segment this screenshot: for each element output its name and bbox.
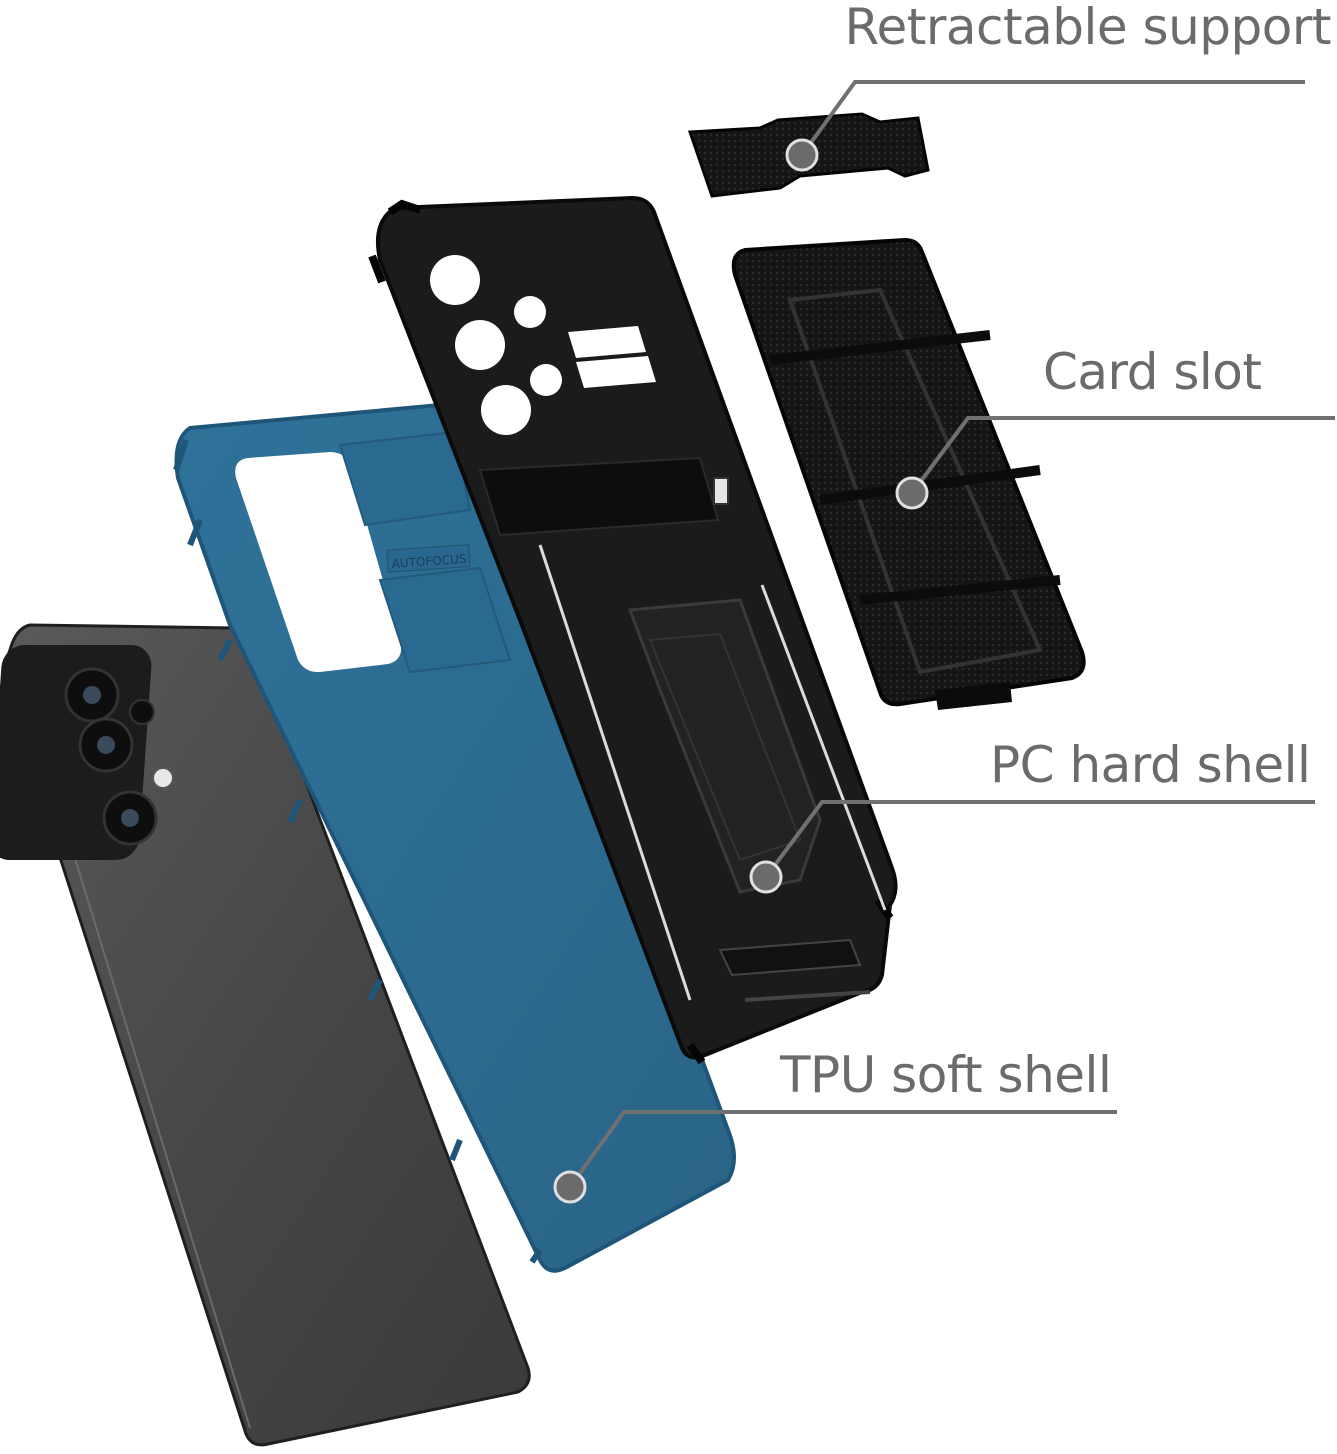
phone [0, 623, 531, 1447]
callout-dot-support [785, 138, 819, 172]
callout-lines [568, 80, 1335, 1189]
autofocus-text: AUTOFOCUS [391, 552, 467, 571]
pc-hard-shell [368, 195, 898, 1065]
pc-hard-shell-label: PC hard shell [990, 736, 1311, 794]
tpu-soft-shell: AUTOFOCUS [173, 402, 736, 1273]
callout-line-tpu [568, 1110, 1117, 1189]
pc-center-panel [627, 598, 822, 894]
autofocus-emboss: AUTOFOCUS [386, 544, 471, 573]
phone-camera-module [0, 645, 174, 860]
callout-line-pc [764, 800, 1315, 879]
callout-dot-card [895, 476, 929, 510]
pc-camera-cutouts [430, 255, 656, 435]
retractable-support-label: Retractable support [844, 0, 1331, 56]
callout-dot-pc [749, 860, 783, 894]
card-slot-label: Card slot [1043, 343, 1262, 401]
callout-dot-tpu [553, 1170, 587, 1204]
callout-line-support [800, 80, 1305, 157]
pc-kickstand [478, 456, 720, 537]
card-slot-module [731, 237, 1086, 710]
callout-line-card [910, 416, 1335, 495]
tpu-soft-shell-label: TPU soft shell [780, 1046, 1112, 1104]
callout-dots [553, 138, 929, 1204]
